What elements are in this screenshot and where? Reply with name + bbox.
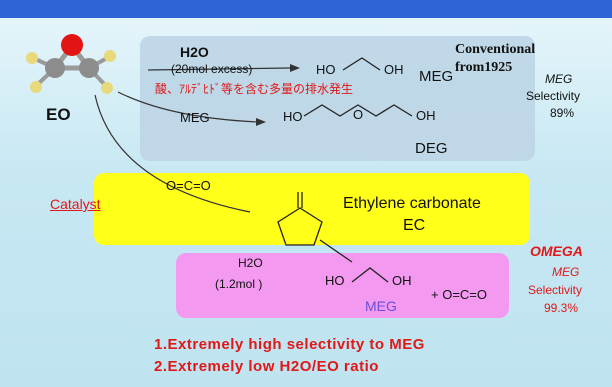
- h2o-ratio-label: (1.2mol ): [215, 277, 263, 291]
- product-deg-label: DEG: [415, 140, 448, 157]
- catalyst-label: Catalyst: [50, 196, 101, 212]
- meg2-ho-label: HO: [325, 273, 345, 288]
- ec-intermediate-box: [94, 173, 530, 245]
- eo-label: EO: [46, 105, 71, 124]
- h2o-small-label: H2O: [238, 256, 263, 270]
- omega-selectivity-value: 99.3%: [544, 301, 579, 315]
- benefit-2: 2.Extremely low H2O/EO ratio: [154, 358, 379, 375]
- deg-ho-label: HO: [283, 109, 303, 124]
- omega-selectivity-label-1: MEG: [552, 265, 580, 279]
- conv-selectivity-label-2: Selectivity: [526, 89, 581, 103]
- conventional-year: from1925: [455, 60, 513, 75]
- omega-process-box: [176, 253, 509, 318]
- ethylene-carbonate-structure: [277, 192, 323, 246]
- meg-arrow-label: MEG: [180, 110, 210, 125]
- eo-molecule-icon: [26, 34, 116, 94]
- meg-ho-label: HO: [316, 62, 336, 77]
- benefit-1: 1.Extremely high selectivity to MEG: [154, 336, 425, 353]
- meg2-oh-label: OH: [392, 273, 412, 288]
- conventional-title: Conventional: [455, 42, 536, 57]
- conv-selectivity-label-1: MEG: [545, 72, 573, 86]
- deg-oh-label: OH: [416, 108, 436, 123]
- h2o-excess-label: (20mol excess): [171, 62, 253, 76]
- top-banner: [0, 0, 612, 18]
- wastewater-note: 酸、ｱﾙﾃﾞﾋﾄﾞ等を含む多量の排水発生: [155, 82, 354, 96]
- product-meg-2-label: MEG: [365, 298, 397, 314]
- omega-selectivity-label-2: Selectivity: [528, 283, 583, 297]
- deg-o-label: O: [353, 107, 364, 122]
- ec-abbrev: EC: [403, 217, 426, 234]
- meg-oh-label: OH: [384, 62, 404, 77]
- plus-co2-label: + O=C=O: [431, 287, 487, 302]
- co2-label: O=C=O: [166, 178, 211, 193]
- product-meg-label: MEG: [419, 68, 454, 85]
- conventional-process-box: [140, 36, 535, 161]
- ec-name: Ethylene carbonate: [343, 195, 481, 212]
- h2o-label: H2O: [180, 44, 209, 60]
- conv-selectivity-value: 89%: [550, 106, 575, 120]
- omega-label: OMEGA: [530, 243, 583, 259]
